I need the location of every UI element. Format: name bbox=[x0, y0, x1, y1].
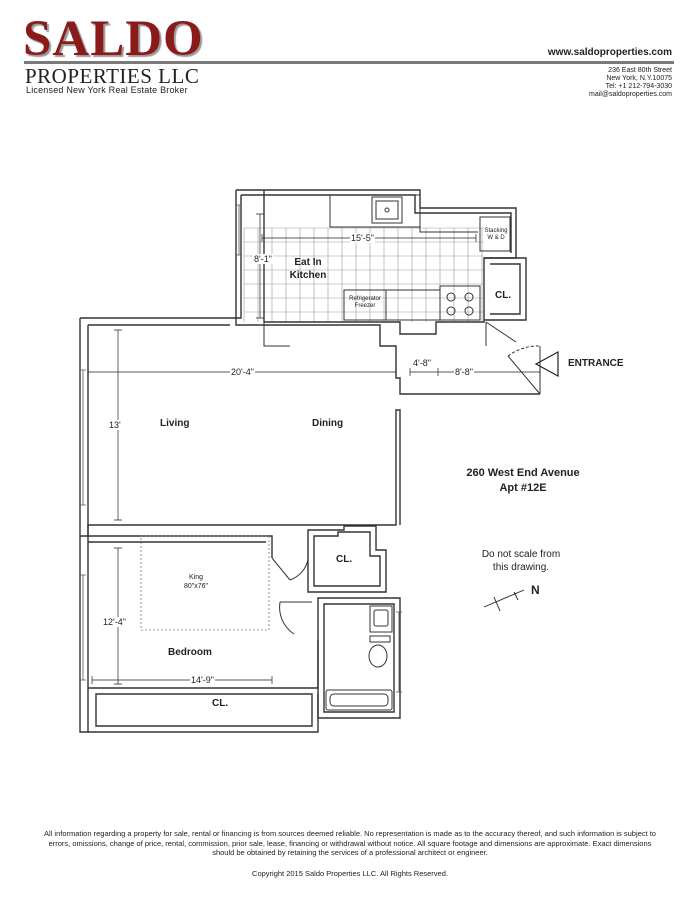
bed-outline bbox=[140, 535, 270, 631]
contact-block: 236 East 80th Street New York, N.Y.10075… bbox=[589, 67, 672, 99]
north-label: N bbox=[531, 583, 540, 597]
room-label-kitchen: Eat In Kitchen bbox=[289, 257, 327, 281]
windows-left bbox=[80, 204, 402, 693]
contact-street: 236 East 80th Street bbox=[608, 67, 672, 74]
listing-address: 260 West End Avenue Apt #12E bbox=[448, 466, 598, 496]
fixture-label-bed: King 80"x76" bbox=[183, 574, 209, 590]
dim-kitchen-width: 15'-5" bbox=[350, 233, 375, 243]
room-label-closet-bedroom: CL. bbox=[212, 698, 229, 709]
bathroom-fixtures bbox=[325, 605, 393, 711]
dim-foyer-width: 8'-8" bbox=[454, 367, 474, 377]
brand-logo-name: SALDO bbox=[23, 11, 204, 67]
dim-living-depth: 13' bbox=[108, 420, 122, 430]
north-arrow-icon bbox=[483, 589, 525, 612]
dim-living-width: 20'-4" bbox=[230, 367, 255, 377]
dim-foyer-depth: 4'-8" bbox=[412, 358, 432, 368]
fixture-label-washer-dryer: Stacking W & D bbox=[484, 228, 508, 241]
contact-email[interactable]: mail@saldoproperties.com bbox=[589, 91, 672, 98]
kitchen-tile-grid bbox=[243, 227, 484, 322]
fixture-label-refrigerator: Refrigerator Freezer bbox=[349, 296, 381, 309]
website-link[interactable]: www.saldoproperties.com bbox=[547, 47, 672, 58]
room-label-bedroom: Bedroom bbox=[168, 647, 212, 658]
brand-tagline: Licensed New York Real Estate Broker bbox=[26, 85, 188, 95]
contact-city: New York, N.Y.10075 bbox=[606, 75, 672, 82]
scale-note: Do not scale from this drawing. bbox=[481, 549, 561, 573]
brand-logo-subtitle: PROPERTIES LLC bbox=[25, 64, 200, 88]
copyright-notice: Copyright 2015 Saldo Properties LLC. All… bbox=[252, 869, 448, 878]
address-street: 260 West End Avenue bbox=[466, 467, 580, 479]
header-rule bbox=[24, 61, 674, 64]
room-label-living: Living bbox=[160, 418, 190, 429]
entrance-arrow-icon bbox=[534, 350, 559, 378]
dimension-lines bbox=[87, 213, 541, 685]
dim-bedroom-depth: 12'-4" bbox=[102, 617, 127, 627]
dim-kitchen-depth: 8'-1" bbox=[253, 254, 273, 264]
room-label-dining: Dining bbox=[312, 418, 344, 429]
entrance-label: ENTRANCE bbox=[568, 358, 624, 369]
dim-bedroom-width: 14'-9" bbox=[190, 675, 215, 685]
room-label-closet-hall: CL. bbox=[336, 554, 353, 565]
room-label-closet-entry: CL. bbox=[495, 290, 512, 301]
contact-phone[interactable]: Tel: +1 212-794-3030 bbox=[605, 83, 672, 90]
kitchen-fixtures bbox=[329, 194, 511, 321]
legal-disclaimer: All information regarding a property for… bbox=[44, 829, 656, 858]
address-unit: Apt #12E bbox=[499, 482, 547, 494]
